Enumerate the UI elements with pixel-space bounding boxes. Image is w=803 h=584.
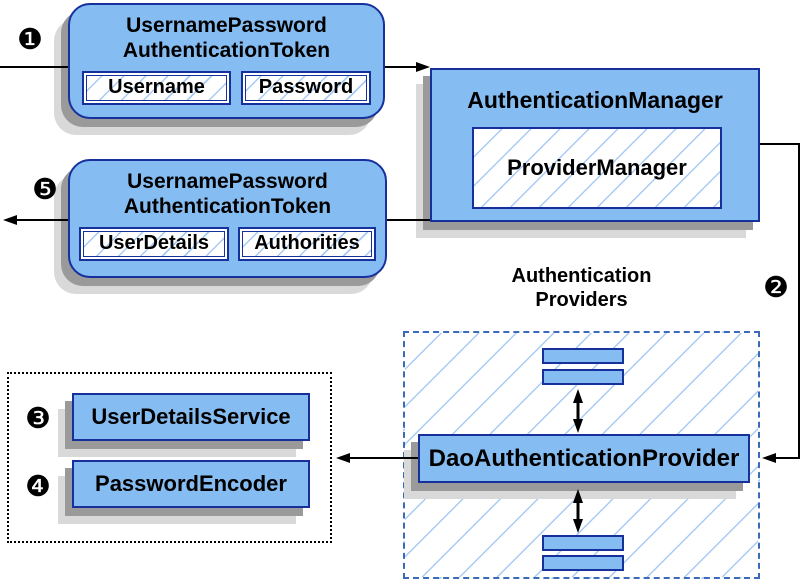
authorities-field-box: Authorities <box>238 226 376 261</box>
request-token-title: UsernamePassword AuthenticationToken <box>122 14 331 62</box>
result-token-node: UsernamePassword AuthenticationToken Use… <box>68 159 387 278</box>
dao-authentication-provider-label: DaoAuthenticationProvider <box>428 444 740 472</box>
provider-stack-bar <box>542 369 624 385</box>
dao-authentication-provider-node: DaoAuthenticationProvider <box>418 434 750 483</box>
provider-manager-label: ProviderManager <box>507 155 687 180</box>
provider-stack-bar <box>542 555 624 571</box>
password-encoder-label: PasswordEncoder <box>95 471 287 496</box>
username-field-box: Username <box>82 70 231 105</box>
provider-stack-bar <box>542 535 624 551</box>
user-details-service-label: UserDetailsService <box>91 404 291 429</box>
user-details-service-node: UserDetailsService <box>72 393 310 441</box>
authentication-manager-node: AuthenticationManager ProviderManager <box>430 68 760 222</box>
step-3-badge: ❸ <box>25 403 51 435</box>
result-token-title: UsernamePassword AuthenticationToken <box>123 170 332 218</box>
step-4-badge: ❹ <box>25 471 51 503</box>
authentication-manager-title: AuthenticationManager <box>467 87 723 113</box>
result-token-fields: UserDetails Authorities <box>79 226 376 261</box>
request-token-fields: Username Password <box>82 70 371 105</box>
services-group <box>7 372 332 543</box>
request-token-node: UsernamePassword AuthenticationToken Use… <box>68 3 385 119</box>
authentication-providers-title: Authentication Providers <box>511 265 652 311</box>
outgoing-result-arrow <box>3 215 68 225</box>
password-encoder-node: PasswordEncoder <box>72 460 310 508</box>
userdetails-field-box: UserDetails <box>79 226 229 261</box>
password-field-box: Password <box>241 70 371 105</box>
step-1-badge: ❶ <box>17 24 43 56</box>
arrow-token-to-manager <box>385 62 430 72</box>
step-2-badge: ❷ <box>763 272 789 304</box>
provider-stack-bar <box>542 348 624 364</box>
provider-manager-node: ProviderManager <box>472 127 722 209</box>
step-5-badge: ❺ <box>32 174 58 206</box>
